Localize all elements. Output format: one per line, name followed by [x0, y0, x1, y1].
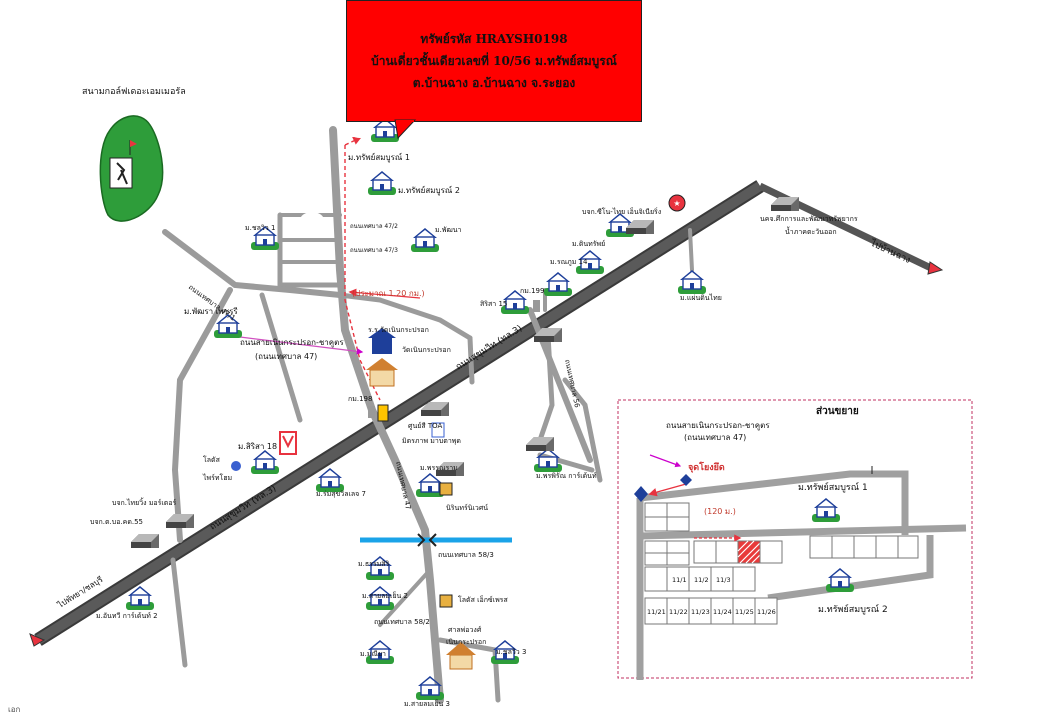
label-phatcharee: ม.พัฒรา เพชรรี: [184, 307, 238, 316]
inset-map: ส่วนขยาย: [617, 399, 973, 680]
label-soi2: ถนนเทศบาล 47/3: [350, 247, 398, 254]
label-school: ร.ร.วัดเนินกระปรอก: [368, 326, 429, 334]
label-anthawi: ม.อันทวี การ์เด้นท์ 2: [96, 612, 158, 620]
inset-start: จุดโยงยึด: [688, 461, 725, 473]
callout-code: ทรัพย์รหัส HRAYSH0198: [420, 32, 568, 46]
label-thaihui: บจก.ไทยวิ้ง มอร์เตอร์: [112, 496, 177, 507]
property-callout: ทรัพย์รหัส HRAYSH0198 บ้านเดี่ยวชั้นเดีย…: [346, 0, 642, 122]
lot-label: 11/24: [713, 608, 732, 616]
inset-sap1: ม.ทรัพย์สมบูรณ์ 1: [798, 481, 868, 493]
label-ntl2: น้ำภาคตะวันออก: [785, 225, 837, 236]
side-roads: [162, 212, 694, 668]
label-km198: กม.198: [348, 395, 372, 403]
golf-course: [99, 115, 164, 222]
label-lotus: โลตัส: [203, 455, 221, 464]
label-temple: วัดเนินกระปรอก: [402, 346, 451, 354]
label-soi4: ถนนเทศบาล 58/2: [374, 618, 430, 626]
label-distance-main: (ประมาณ 1.20 กม.): [352, 289, 425, 298]
label-sap2: ม.ทรัพย์สมบูรณ์ 2: [398, 185, 460, 196]
label-sirirat18: ม.สิริสา 18: [238, 442, 277, 451]
label-golf: สนามกอล์ฟเดอะเอมเมอรัล: [82, 85, 186, 97]
label-tharasiri: ม.ธรรมสิริ: [358, 560, 390, 568]
label-ntl: นคจ.ศึกการและพัฒนาทรัพยากร: [760, 214, 858, 223]
label-phraphirom: ม.พรพิรัณ การ์เด้นท์: [536, 472, 597, 480]
label-baanlan: ม.แผ่นดินไทย: [680, 293, 722, 302]
label-nirin: นิรินทร์นิเวศน์: [446, 504, 488, 512]
lot-label: 11/25: [735, 608, 754, 616]
label-sap1: ม.ทรัพย์สมบูรณ์ 1: [348, 152, 410, 163]
label-road-nein-sub: (ถนนเทศบาล 47): [255, 352, 317, 361]
label-phraram: ม.พรรณราม: [420, 464, 458, 472]
poi-icons: ★: [231, 194, 686, 670]
label-chonview3: ม.ชลวิว 3: [496, 648, 526, 656]
canal: [360, 533, 512, 547]
callout-district: ต.บ้านฉาง อ.บ้านฉาง จ.ระยอง: [412, 76, 576, 90]
label-footer: เอก: [8, 705, 21, 714]
label-chonview: ม.ชลวิว 1: [245, 224, 275, 232]
label-ruanphoom: ม.รณภูม 14: [550, 258, 588, 266]
label-sirikit: สิริสา 15: [480, 300, 507, 308]
inset-road-sub: (ถนนเทศบาล 47): [684, 433, 746, 442]
label-kaeo55: บจก.ต.บอ.คด.55: [90, 518, 143, 526]
label-soi3: ถนนเทศบาล 58/3: [438, 551, 494, 559]
lot-label: 11/3: [716, 576, 731, 584]
svg-text:★: ★: [673, 199, 680, 208]
callout-address: บ้านเดี่ยวชั้นเดียวเลขที่ 10/56 ม.ทรัพย์…: [371, 54, 617, 68]
label-sai3: ม.สายลมเย็น 3: [404, 699, 450, 708]
label-market2: เนินกระปรอก: [446, 638, 486, 646]
label-manyia: ม.มณียา: [360, 650, 386, 658]
label-cino-thai: บจก.ซีโน-ไทย เอ็นจิเนียริ่ง: [582, 207, 661, 216]
lot-label: 11/23: [691, 608, 710, 616]
label-lotus2: ไพร์ทโฮม: [202, 473, 232, 482]
label-tinsap: ม.ตินทรัพย์: [572, 240, 605, 248]
label-sai2: ม.สายลมเย็น 2: [362, 591, 408, 600]
label-toa: ศูนย์สี TOA: [408, 422, 442, 430]
lot-label: 11/22: [669, 608, 688, 616]
label-road-nein: ถนนสายเนินกระปรอก-ชาคูตร: [240, 338, 344, 348]
label-mittraphap: มิตรภาพ มาบตาพุด: [402, 437, 461, 445]
inset-road: ถนนสายเนินกระปรอก-ชาคูตร: [666, 421, 770, 431]
inset-title: ส่วนขยาย: [816, 405, 859, 417]
lot-label: 11/21: [647, 608, 666, 616]
label-lotus-sell: โลตัส เอ็กซ์เพรส: [458, 595, 508, 604]
label-phatthana: ม.พัฒนา: [435, 226, 462, 234]
lot-label: 11/2: [694, 576, 709, 584]
inset-distance: (120 ม.): [704, 507, 736, 516]
label-km199: กม.199: [520, 287, 544, 295]
label-soi: ถนนเทศบาล 47/2: [350, 223, 398, 230]
lot-label: 11/1: [672, 576, 687, 584]
label-seven: ม.ร่มสุขวิลเลจ 7: [316, 490, 366, 498]
label-market: ศาลพ่อวงศ์: [448, 626, 482, 634]
inset-sap2: ม.ทรัพย์สมบูรณ์ 2: [818, 603, 888, 615]
lot-label: 11/26: [757, 608, 776, 616]
pointer-road: [239, 336, 364, 355]
